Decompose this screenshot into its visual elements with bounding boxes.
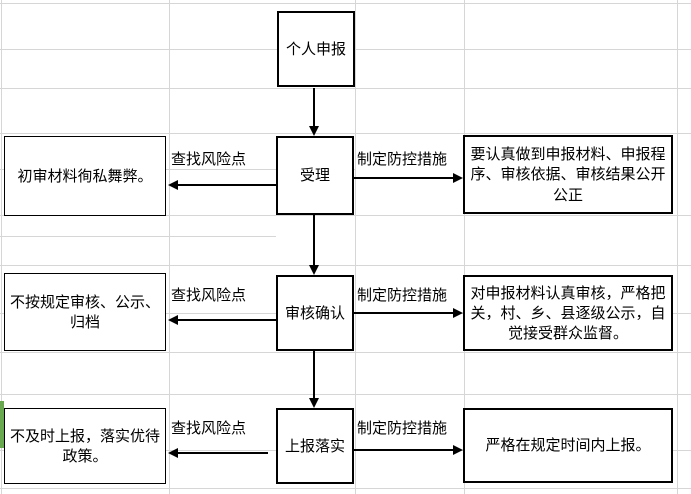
flow-node-label: 审核确认 [284, 303, 345, 322]
grid-line [1, 0, 2, 494]
flow-node-report-implement: 上报落实 [276, 408, 354, 484]
grid-line [464, 0, 465, 494]
arrow-line [178, 319, 276, 321]
grid-line [355, 0, 356, 494]
measure-box-text: 严格在规定时间内上报。 [485, 436, 651, 455]
risk-box-text: 不按规定审核、公示、归档 [9, 292, 160, 331]
measure-box-row1: 要认真做到申报材料、申报程序、审核依据、审核结果公开公正 [463, 135, 673, 214]
arrow-line [354, 449, 453, 451]
risk-box-row2: 不按规定审核、公示、归档 [4, 273, 166, 351]
flow-node-label: 上报落实 [284, 436, 345, 455]
measure-arrow-label: 制定防控措施 [357, 419, 448, 437]
grid-line [0, 352, 691, 353]
arrow-head-left-icon [168, 180, 178, 190]
risk-box-text: 不及时上报，落实优待政策。 [9, 426, 160, 465]
arrow-line [313, 351, 315, 398]
measure-arrow-label: 制定防控措施 [357, 286, 448, 304]
arrow-head-left-icon [168, 448, 178, 458]
arrow-head-down-icon [309, 265, 319, 275]
grid-line [0, 265, 691, 266]
arrow-line [313, 215, 315, 265]
measure-box-text: 对申报材料认真审核，严格把关，村、乡、县逐级公示，自觉接受群众监督。 [470, 283, 666, 343]
grid-line [0, 215, 691, 216]
risk-box-row3: 不及时上报，落实优待政策。 [4, 408, 166, 484]
measure-box-row3: 严格在规定时间内上报。 [463, 408, 673, 483]
grid-line [169, 0, 170, 494]
flow-node-review-confirm: 审核确认 [276, 275, 354, 351]
measure-box-row2: 对申报材料认真审核，严格把关，村、乡、县逐级公示，自觉接受群众监督。 [463, 275, 673, 351]
grid-line [0, 3, 691, 4]
arrow-line [178, 184, 276, 186]
arrow-head-down-icon [309, 126, 319, 136]
flow-node-personal-declaration: 个人申报 [277, 11, 355, 87]
arrow-line [178, 452, 268, 454]
flow-node-label: 受理 [299, 166, 330, 185]
arrow-head-right-icon [453, 308, 463, 318]
arrow-line [354, 177, 453, 179]
grid-line [0, 488, 691, 489]
flow-node-label: 个人申报 [285, 39, 346, 58]
grid-line [0, 133, 691, 134]
arrow-head-right-icon [453, 445, 463, 455]
risk-box-row1: 初审材料徇私舞弊。 [4, 136, 166, 216]
risk-arrow-label: 查找风险点 [171, 150, 247, 168]
grid-line [0, 236, 276, 237]
measure-box-text: 要认真做到申报材料、申报程序、审核依据、审核结果公开公正 [470, 145, 666, 204]
risk-box-text: 初审材料徇私舞弊。 [17, 166, 153, 185]
flow-node-acceptance: 受理 [276, 136, 354, 215]
grid-line [0, 394, 691, 395]
arrow-line [354, 312, 453, 314]
grid-line [677, 0, 678, 494]
green-edge-marker [0, 401, 4, 448]
arrow-line [313, 88, 315, 126]
risk-arrow-label: 查找风险点 [171, 286, 247, 304]
arrow-head-left-icon [168, 315, 178, 325]
arrow-head-down-icon [309, 398, 319, 408]
arrow-head-right-icon [453, 173, 463, 183]
grid-line [0, 169, 355, 170]
grid-line [0, 88, 691, 89]
measure-arrow-label: 制定防控措施 [357, 150, 448, 168]
risk-arrow-label: 查找风险点 [171, 419, 247, 437]
